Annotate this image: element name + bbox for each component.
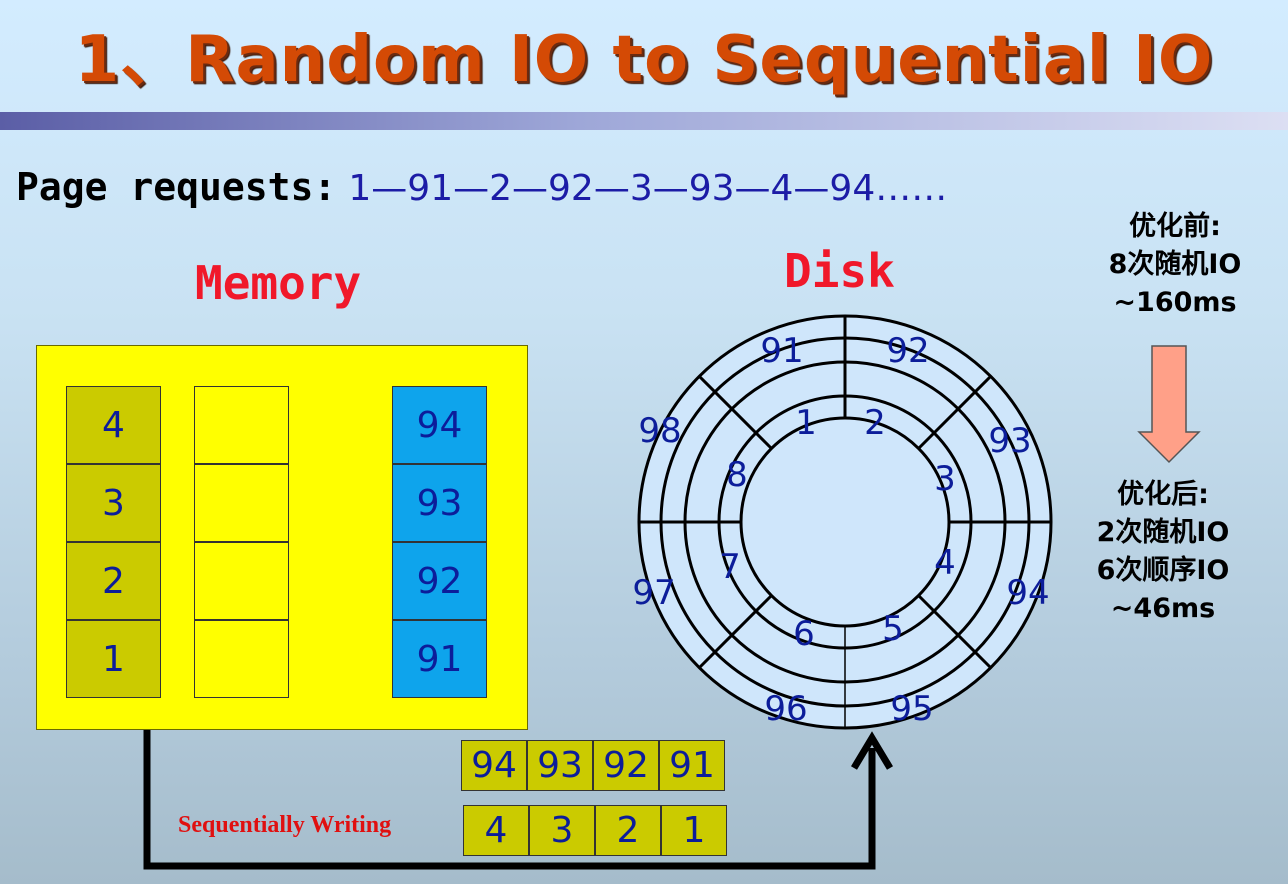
memory-page-cell: 3	[66, 464, 161, 542]
page-requests-sequence: 1—91—2—92—3—93—4—94……	[348, 168, 948, 209]
disk-sector-label: 95	[890, 689, 933, 729]
strip-cell: 93	[527, 740, 593, 791]
disk-sector-label: 2	[864, 403, 886, 443]
down-arrow-icon	[1137, 345, 1201, 464]
after-line2: 6次顺序IO	[1096, 555, 1230, 586]
before-optimization-note: 优化前: 8次随机IO ~160ms	[1070, 208, 1280, 322]
after-optimization-note: 优化后: 2次随机IO 6次顺序IO ~46ms	[1058, 476, 1268, 628]
memory-page-cell: 93	[392, 464, 487, 542]
disk-sector-label: 1	[795, 403, 817, 443]
after-line1: 2次随机IO	[1096, 517, 1230, 548]
sequential-strip-top: 94 93 92 91	[461, 740, 725, 791]
disk-sector-label: 92	[886, 331, 929, 371]
page-requests-label: Page requests:	[16, 165, 337, 209]
memory-page-cell: 1	[66, 620, 161, 698]
title-underline-bar	[0, 112, 1288, 130]
arrow-head-icon	[850, 731, 894, 770]
disk-sector-label: 8	[726, 455, 748, 495]
sequential-writing-label: Sequentially Writing	[178, 812, 392, 838]
disk-label: Disk	[784, 244, 895, 298]
disk-sector-label: 4	[934, 543, 956, 583]
disk-sector-labels: 91 92 93 94 95 96 97 98 1 2 3 4 5 6 7 8	[632, 331, 1049, 729]
memory-label: Memory	[195, 256, 362, 310]
sequential-strip-bottom: 4 3 2 1	[463, 805, 727, 856]
disk-sector-label: 98	[638, 411, 681, 451]
memory-empty-cell	[194, 464, 289, 542]
page-requests-line: Page requests: 1—91—2—92—3—93—4—94……	[16, 160, 947, 216]
strip-cell: 92	[593, 740, 659, 791]
disk-sector-label: 96	[764, 689, 807, 729]
strip-cell: 1	[661, 805, 727, 856]
disk-sector-label: 94	[1006, 573, 1049, 613]
memory-page-cell: 92	[392, 542, 487, 620]
strip-cell: 4	[463, 805, 529, 856]
after-heading: 优化后:	[1117, 479, 1209, 510]
disk-sector-label: 3	[934, 459, 956, 499]
disk-sector-label: 97	[632, 573, 675, 613]
memory-page-cell: 2	[66, 542, 161, 620]
strip-cell: 2	[595, 805, 661, 856]
disk-sector-label: 7	[719, 547, 741, 587]
memory-empty-cell	[194, 542, 289, 620]
before-heading: 优化前:	[1129, 211, 1221, 242]
write-path-line	[143, 730, 876, 870]
strip-cell: 3	[529, 805, 595, 856]
memory-page-cell: 91	[392, 620, 487, 698]
disk-sector-label: 5	[882, 609, 904, 649]
memory-page-cell: 4	[66, 386, 161, 464]
disk-sector-label: 6	[793, 614, 815, 654]
disk-sector-label: 91	[760, 331, 803, 371]
before-line2: ~160ms	[1113, 287, 1237, 318]
memory-page-cell: 94	[392, 386, 487, 464]
disk-platter	[637, 314, 1053, 730]
strip-cell: 94	[461, 740, 527, 791]
page-title: 1、Random IO to Sequential IO	[74, 23, 1214, 97]
disk-sector-label: 93	[988, 421, 1031, 461]
strip-cell: 91	[659, 740, 725, 791]
memory-empty-cell	[194, 386, 289, 464]
memory-empty-cell	[194, 620, 289, 698]
before-line1: 8次随机IO	[1108, 249, 1242, 280]
after-line3: ~46ms	[1110, 593, 1216, 624]
